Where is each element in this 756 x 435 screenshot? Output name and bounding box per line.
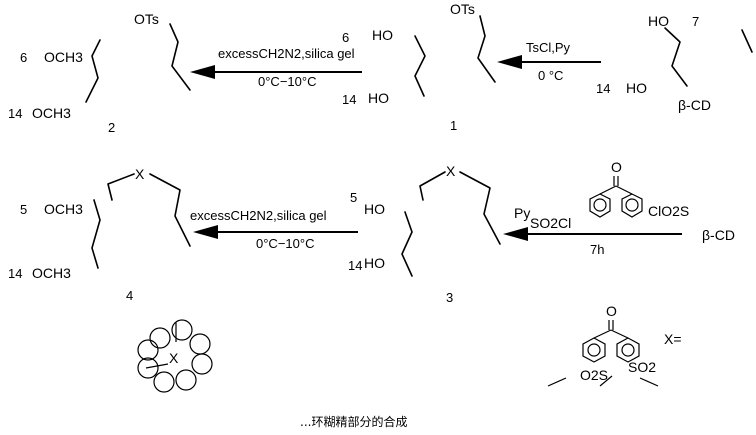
compound2-ots: OTs xyxy=(134,11,159,27)
row1-ho-bottom: HO xyxy=(626,80,647,96)
row2-arrow2: 5 excessCH2N2,silica gel 0°C−10°C 14 xyxy=(190,190,362,273)
reagent-py: Py xyxy=(514,205,530,221)
reagent-carbonyl-o: O xyxy=(611,159,622,175)
compound2-count-bottom: 14 xyxy=(8,106,22,121)
row2-arrow2-top: excessCH2N2,silica gel xyxy=(190,208,327,223)
compound4-och3-top: OCH3 xyxy=(44,201,83,217)
row1-reagent-equiv: 7 xyxy=(692,14,699,29)
row1-arrow2-equiv-bottom: 14 xyxy=(342,92,356,107)
legend-so2-right: SO2 xyxy=(628,359,656,375)
legend-carbonyl-o: O xyxy=(606,303,617,319)
row2-arrow2-equiv-bottom: 14 xyxy=(348,258,362,273)
scheme-caption: ...环糊精部分的合成 xyxy=(300,414,407,429)
compound-3: X HO HO 3 xyxy=(364,163,501,305)
compound4-count-top: 5 xyxy=(20,202,27,217)
capped-cd-cartoon: X xyxy=(137,319,213,393)
reagent-clo2s: ClO2S xyxy=(648,203,689,219)
compound1-ho-top: HO xyxy=(372,27,393,43)
row2-arrow2-bottom: 0°C−10°C xyxy=(256,236,314,251)
row1-arrow1: TsCl,Py 0 °C xyxy=(497,40,601,83)
row2-bcd-label: β-CD xyxy=(702,227,735,243)
cd-cartoon-x: X xyxy=(169,350,179,366)
compound1-number: 1 xyxy=(450,118,457,133)
compound2-count-top: 6 xyxy=(20,50,27,65)
compound-2: OTs OCH3 6 OCH3 14 2 xyxy=(8,11,191,135)
row1-bcd-start: HO HO 7 14 β-CD xyxy=(596,13,753,113)
row1-arrow2-bottom: 0°C−10°C xyxy=(258,74,316,89)
legend-o2s-left: O2S xyxy=(580,367,608,383)
compound4-number: 4 xyxy=(126,288,133,303)
compound4-x: X xyxy=(135,166,145,182)
row2-arrow2-equiv-top: 5 xyxy=(350,190,357,205)
row2-reagent: O ClO2S SO2Cl Py β-CD xyxy=(514,159,735,243)
compound4-och3-bottom: OCH3 xyxy=(32,265,71,281)
legend-x-eq: X= xyxy=(664,331,682,347)
compound3-x: X xyxy=(446,163,456,179)
compound-1: OTs HO HO 1 xyxy=(368,1,496,133)
compound-4: X OCH3 5 OCH3 14 4 xyxy=(8,166,191,303)
row2-arrow1-time: 7h xyxy=(590,242,604,257)
compound2-number: 2 xyxy=(108,120,115,135)
row1-bcd-label: β-CD xyxy=(678,97,711,113)
x-legend: O X= SO2 O2S xyxy=(547,303,682,387)
compound3-ho-top: HO xyxy=(364,201,385,217)
compound4-count-bottom: 14 xyxy=(8,266,22,281)
reagent-so2cl: SO2Cl xyxy=(530,215,571,231)
row1-arrow2: 6 excessCH2N2,silica gel 0°C−10°C 14 xyxy=(190,30,362,107)
compound3-number: 3 xyxy=(446,290,453,305)
compound2-och3-bottom: OCH3 xyxy=(32,105,71,121)
row1-arrow1-bottom: 0 °C xyxy=(538,68,563,83)
row1-arrow1-top: TsCl,Py xyxy=(526,40,571,55)
row1-diol-equiv: 14 xyxy=(596,81,610,96)
row1-ho-top: HO xyxy=(648,13,669,29)
compound3-ho-bottom: HO xyxy=(364,255,385,271)
row1-arrow2-equiv-top: 6 xyxy=(342,30,349,45)
compound2-och3-top: OCH3 xyxy=(44,49,83,65)
compound1-ho-bottom: HO xyxy=(368,90,389,106)
row2-arrow1: 7h xyxy=(503,227,682,257)
compound1-ots: OTs xyxy=(450,1,475,17)
row1-arrow2-top: excessCH2N2,silica gel xyxy=(218,46,355,61)
